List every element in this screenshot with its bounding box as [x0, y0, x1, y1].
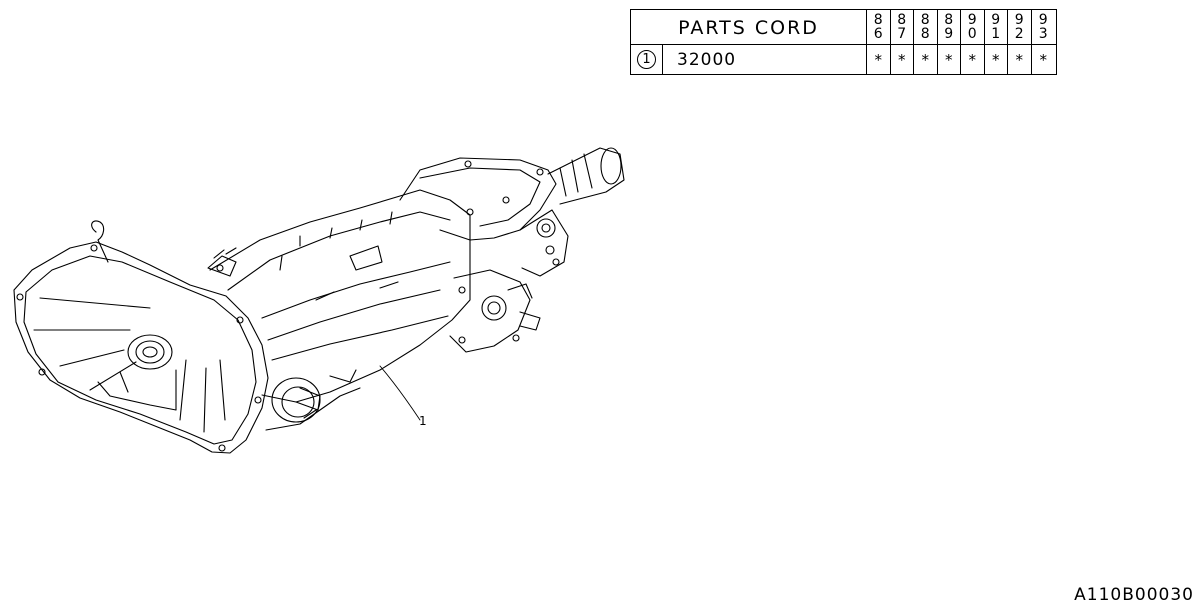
diagram-code: A110B00030 [1074, 585, 1194, 605]
bell-housing [13, 241, 269, 454]
callout-label: 1 [419, 414, 427, 428]
transmission-illustration [13, 147, 625, 454]
applicability-mark: * [938, 44, 961, 75]
row-index-badge: 1 [637, 50, 656, 69]
parts-table-row: 1 32000 * * * * * * * * [631, 44, 1056, 75]
part-code: 32000 [663, 44, 867, 75]
applicability-mark: * [914, 44, 938, 75]
parts-table-title: PARTS CORD [631, 10, 867, 44]
applicability-mark: * [1008, 44, 1032, 75]
applicability-mark: * [1038, 50, 1048, 69]
applicability-mark: * [867, 44, 891, 75]
main-case [209, 189, 471, 403]
applicability-mark: * [961, 44, 985, 75]
applicability-mark: * [891, 44, 914, 75]
applicability-mark: * [985, 44, 1008, 75]
row-index-cell: 1 [631, 44, 663, 75]
tail-extension [547, 147, 625, 205]
callout-leader-line [379, 365, 421, 421]
